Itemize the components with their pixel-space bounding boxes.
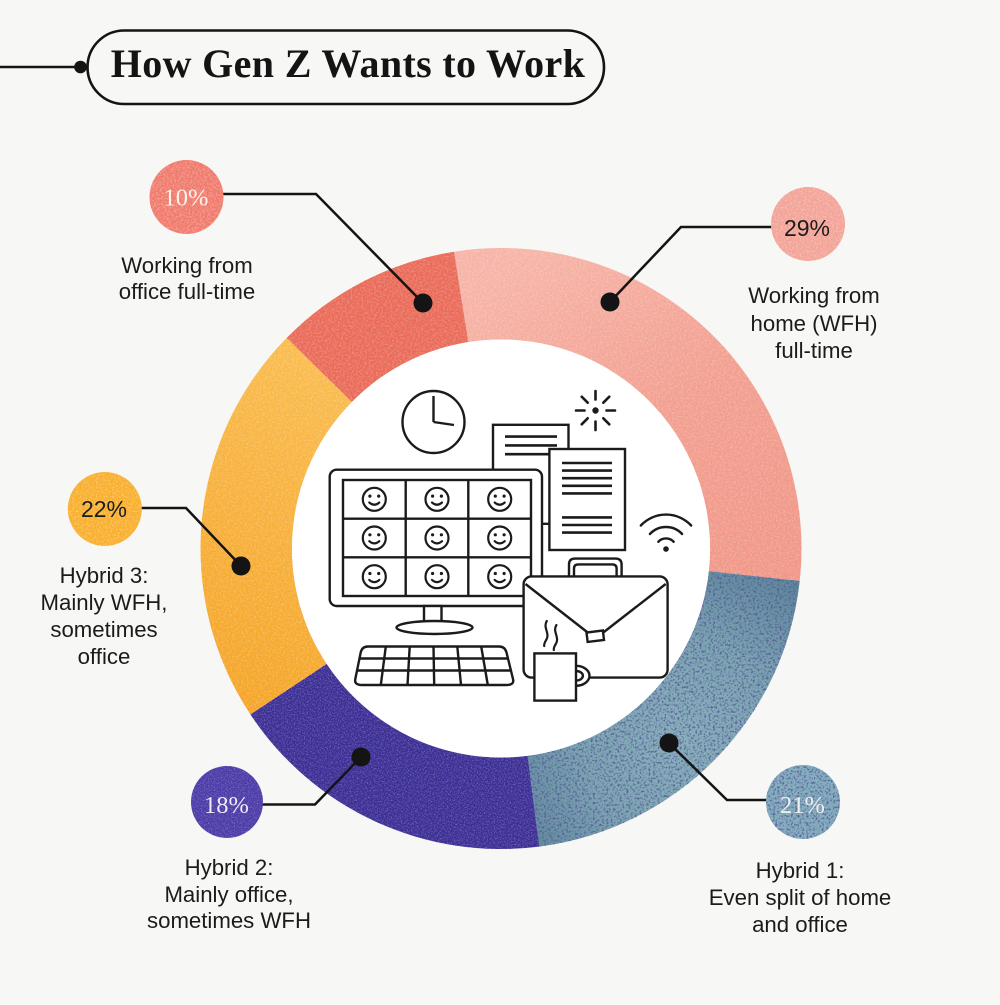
svg-text:sometimes: sometimes	[50, 617, 157, 642]
svg-text:and office: and office	[752, 912, 848, 937]
svg-text:10%: 10%	[164, 185, 209, 212]
svg-text:Working from: Working from	[748, 283, 880, 308]
svg-text:Hybrid 3:: Hybrid 3:	[60, 563, 149, 588]
svg-text:Even split of home: Even split of home	[709, 885, 892, 910]
svg-text:full-time: full-time	[775, 338, 853, 363]
svg-text:18%: 18%	[204, 792, 249, 819]
svg-text:Mainly WFH,: Mainly WFH,	[41, 590, 168, 615]
svg-text:Mainly office,: Mainly office,	[164, 882, 293, 907]
svg-text:sometimes WFH: sometimes WFH	[147, 908, 311, 933]
svg-text:22%: 22%	[81, 496, 127, 522]
svg-text:home (WFH): home (WFH)	[751, 311, 878, 336]
svg-text:office: office	[78, 644, 131, 669]
svg-text:Hybrid 1:: Hybrid 1:	[756, 858, 845, 883]
svg-text:Hybrid 2:: Hybrid 2:	[185, 855, 274, 880]
svg-text:office full-time: office full-time	[119, 279, 255, 304]
svg-text:How Gen Z Wants to Work: How Gen Z Wants to Work	[111, 41, 586, 86]
svg-text:29%: 29%	[784, 215, 830, 241]
svg-text:21%: 21%	[780, 792, 825, 819]
svg-text:Working from: Working from	[121, 253, 253, 278]
